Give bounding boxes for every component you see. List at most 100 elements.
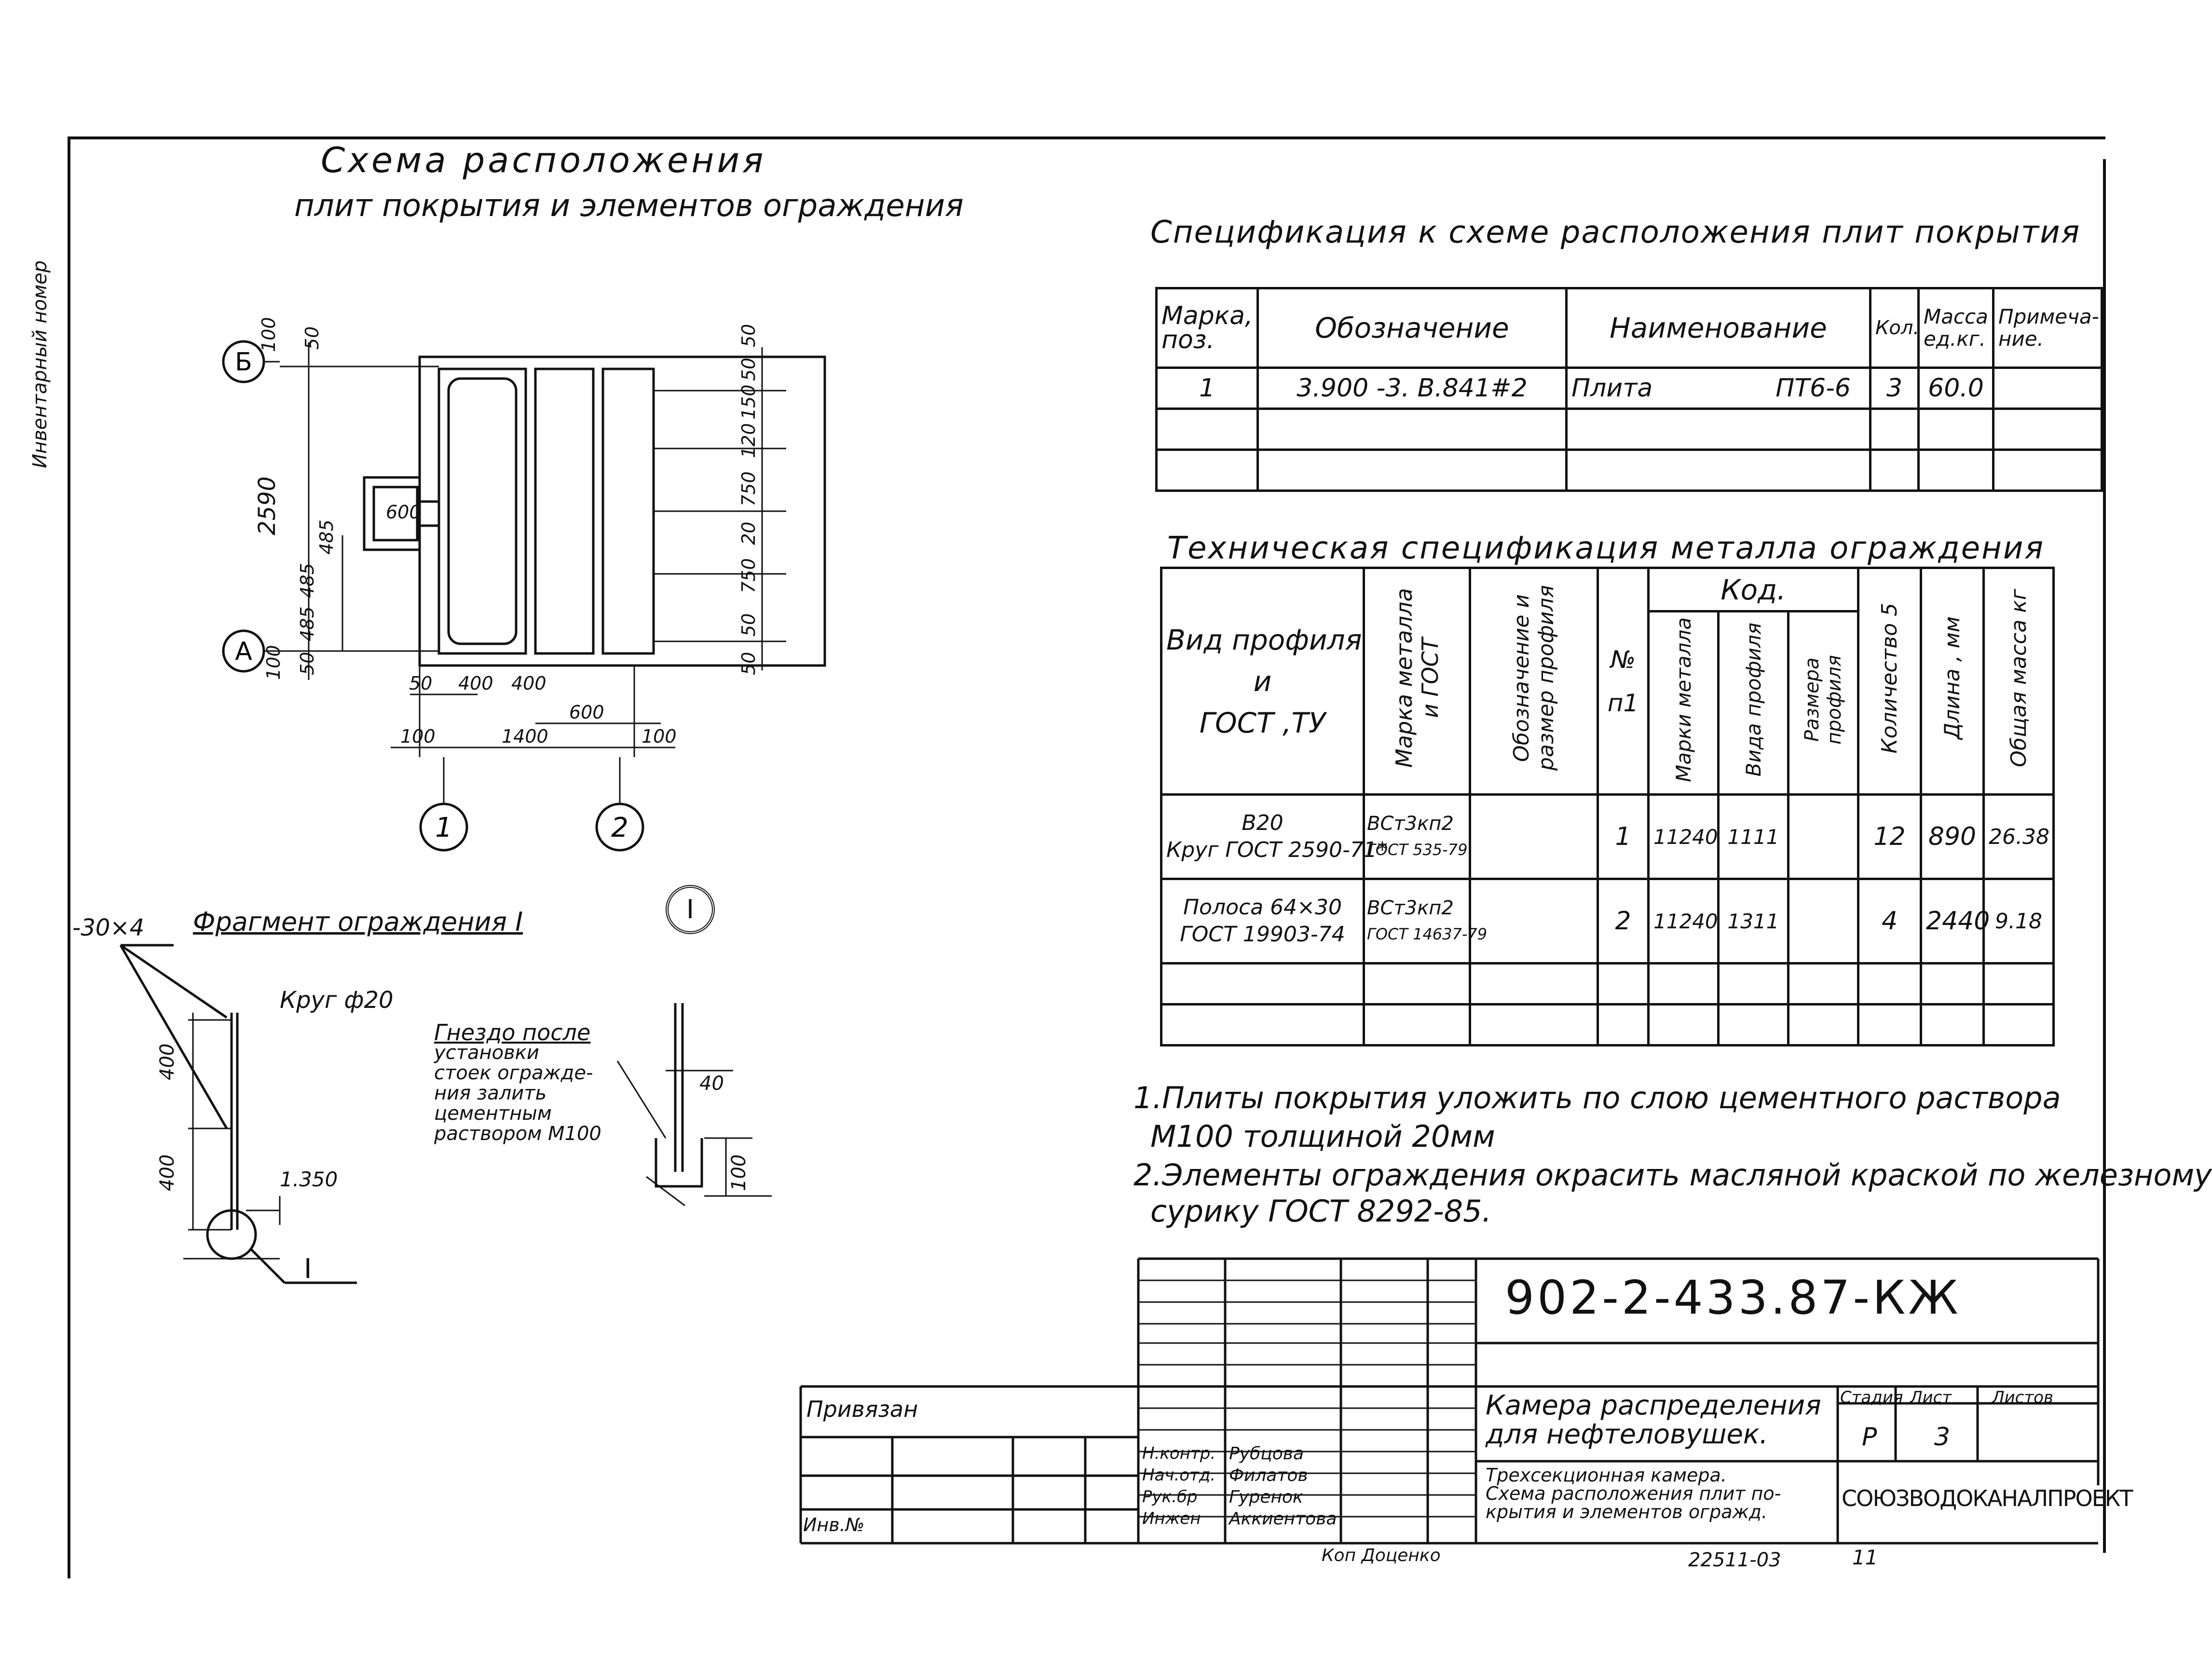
dim-r750b: 750 <box>738 558 759 593</box>
dim-r50a: 50 <box>738 324 759 347</box>
inv-label: Инв.№ <box>803 1514 865 1535</box>
stage-value: Р <box>1862 1423 1877 1452</box>
socket-note-line-5: цементным <box>434 1102 552 1125</box>
spec2-cell-steel-2: ВСт3кп2 ГОСТ 14637-79 <box>1363 878 1488 964</box>
sheets-label: Листов <box>1992 1388 2054 1407</box>
spec2-h-steel: Марка металла и ГОСТ <box>1391 588 1443 768</box>
spec1-table: Марка, поз. Обозначение Наименование Кол… <box>1155 287 2103 492</box>
dim-r120: 120 <box>738 423 759 458</box>
sheet-line-1: Трехсекционная камера. <box>1486 1465 1727 1486</box>
axis-2-label: 2 <box>611 812 628 843</box>
spec1-title: Спецификация к схеме расположения плит п… <box>1150 215 2081 250</box>
name-4: Аккиентова <box>1229 1509 1337 1529</box>
spec2-h-num-2: п1 <box>1607 689 1639 717</box>
socket-note-line-1: Гнездо после <box>434 1019 591 1046</box>
dim-b400a: 400 <box>458 673 493 694</box>
fragment-drawing: -30×4 Круг ф20 400 400 1.350 I <box>72 914 394 1285</box>
spec2-cell-designation-1 <box>1469 793 1599 880</box>
socket-note: Гнездо после установки стоек огражде- ни… <box>434 1019 601 1144</box>
axis-1-label: 1 <box>435 812 452 843</box>
dim-b1400: 1400 <box>502 726 548 747</box>
dim-100-bot: 100 <box>263 645 284 680</box>
dim-485a: 485 <box>297 563 318 598</box>
spec2-cell-steel-1: ВСт3кп2 ГОСТ 535-79 <box>1363 793 1471 880</box>
frame-right <box>2103 159 2106 1553</box>
dim-100-top: 100 <box>258 317 279 352</box>
spec2-cell-num-2: 2 <box>1597 878 1650 964</box>
spec2-cell-qty-1: 12 <box>1857 793 1923 880</box>
note-2-line-1: 2.Элементы ограждения окрасить масляной … <box>1133 1157 2212 1193</box>
spec2-steel-1b: ГОСТ 535-79 <box>1367 841 1468 859</box>
spec2-h-designation-cell: Обозначение и размер профиля <box>1469 567 1599 796</box>
spec2-h-designation: Обозначение и размер профиля <box>1509 585 1558 771</box>
sheet-label: Лист <box>1910 1388 1952 1407</box>
spec2-h-code-steel: Марки металла <box>1671 617 1695 782</box>
frame-left <box>68 136 70 1578</box>
role-1: Н.контр. <box>1142 1444 1216 1463</box>
dim-400a: 400 <box>156 1044 178 1080</box>
spec1-name-text: Плита <box>1571 374 1653 403</box>
spec2-cell-code-type-1: 1111 <box>1717 793 1789 880</box>
name-3: Гуренок <box>1229 1487 1303 1507</box>
spec2-title: Техническая спецификация металла огражде… <box>1167 530 2045 566</box>
spec1-row: 1 3.900 -3. В.841#2 Плита ПТ6-6 3 60.0 <box>1155 367 2103 410</box>
spec1-h-mass: Масса ед.кг. <box>1917 287 1994 369</box>
dim-b50: 50 <box>409 673 432 694</box>
plan-scheme: Б А 1 2 100 50 2590 485 485 485 600 100 … <box>222 317 826 852</box>
spec2-cell-profile-1: В20 Круг ГОСТ 2590-71* <box>1160 793 1388 880</box>
spec2-cell-length-2: 2440 <box>1920 878 1990 964</box>
dim-50-top: 50 <box>301 326 323 350</box>
socket-dim-100: 100 <box>728 1154 750 1191</box>
spec2-h-length-cell: Длина , мм <box>1920 567 1985 796</box>
spec1-h-name: Наименование <box>1565 287 1871 369</box>
frame-top <box>68 136 2105 139</box>
ref-mark: I <box>304 1253 312 1285</box>
role-4: Инжен <box>1142 1509 1201 1528</box>
spec2-h-num-1: № <box>1610 645 1636 674</box>
socket-dim-40: 40 <box>699 1073 724 1095</box>
axis-a-label: А <box>235 637 252 666</box>
titleblock-grid <box>799 1257 2100 1545</box>
drawing-code: 902-2-433.87-КЖ <box>1505 1271 1961 1325</box>
level-mark: 1.350 <box>280 1168 338 1191</box>
spec2-empty-row <box>1160 962 2055 1005</box>
dim-50-bot: 50 <box>297 652 318 675</box>
socket-note-line-2: установки <box>434 1042 539 1064</box>
scheme-title-2: плит покрытия и элементов ограждения <box>294 188 964 224</box>
spec1-cell-name: Плита ПТ6-6 <box>1565 367 1871 410</box>
page-number: 11 <box>1852 1546 1878 1569</box>
spec2-h-profile: Вид профиля и ГОСТ ,ТУ <box>1160 567 1365 796</box>
note-1-line-2: М100 толщиной 20мм <box>1150 1119 1495 1154</box>
spec2-h-profile-2: и <box>1253 665 1272 698</box>
names-column: Рубцова Филатов Гуренок Аккиентова <box>1229 1443 1337 1530</box>
note-2-line-2: сурику ГОСТ 8292-85. <box>1150 1194 1492 1229</box>
fragment-title: Фрагмент ограждения I <box>193 907 523 937</box>
spec1-h-note: Примеча-ние. <box>1992 287 2103 369</box>
spec2-cell-code-steel-2: 11240 <box>1647 878 1720 964</box>
project-title: Камера распределения для нефтеловушек. <box>1486 1391 1821 1449</box>
spec2-h-num: № п1 <box>1597 567 1650 796</box>
note-1-line-1: 1.Плиты покрытия уложить по слою цементн… <box>1133 1080 2061 1115</box>
spec1-cell-designation: 3.900 -3. В.841#2 <box>1256 367 1568 410</box>
dim-485b: 485 <box>297 606 318 641</box>
spec2-h-code: Код. <box>1647 567 1860 612</box>
spec2-h-profile-1: Вид профиля <box>1166 623 1362 656</box>
socket-note-line-3: стоек огражде- <box>434 1062 593 1084</box>
dim-b400b: 400 <box>511 673 546 694</box>
sheet-title: Трехсекционная камера. Схема расположени… <box>1486 1466 1781 1521</box>
spec1-empty-row <box>1155 407 2103 451</box>
dim-b100a: 100 <box>400 726 436 747</box>
order-number: 22511-03 <box>1688 1549 1781 1571</box>
organization: СОЮЗВОДОКАНАЛПРОЕКТ <box>1842 1485 2133 1511</box>
spec2-profile-2b: ГОСТ 19903-74 <box>1180 922 1345 947</box>
spec1-h-qty: Кол. <box>1869 287 1920 369</box>
project-line-1: Камера распределения <box>1486 1390 1821 1421</box>
dim-600-box: 600 <box>386 502 421 523</box>
spec2-table: Вид профиля и ГОСТ ,ТУ Марка металла и Г… <box>1160 567 2055 1046</box>
spec2-h-code-steel-cell: Марки металла <box>1647 610 1720 796</box>
spec2-row-2: Полоса 64×30 ГОСТ 19903-74 ВСт3кп2 ГОСТ … <box>1160 878 2055 964</box>
name-1: Рубцова <box>1229 1444 1304 1464</box>
socket-drawing: 40 100 <box>616 1003 772 1207</box>
spec2-steel-2b: ГОСТ 14637-79 <box>1367 925 1488 943</box>
spec1-cell-mark: 1 <box>1155 367 1259 410</box>
